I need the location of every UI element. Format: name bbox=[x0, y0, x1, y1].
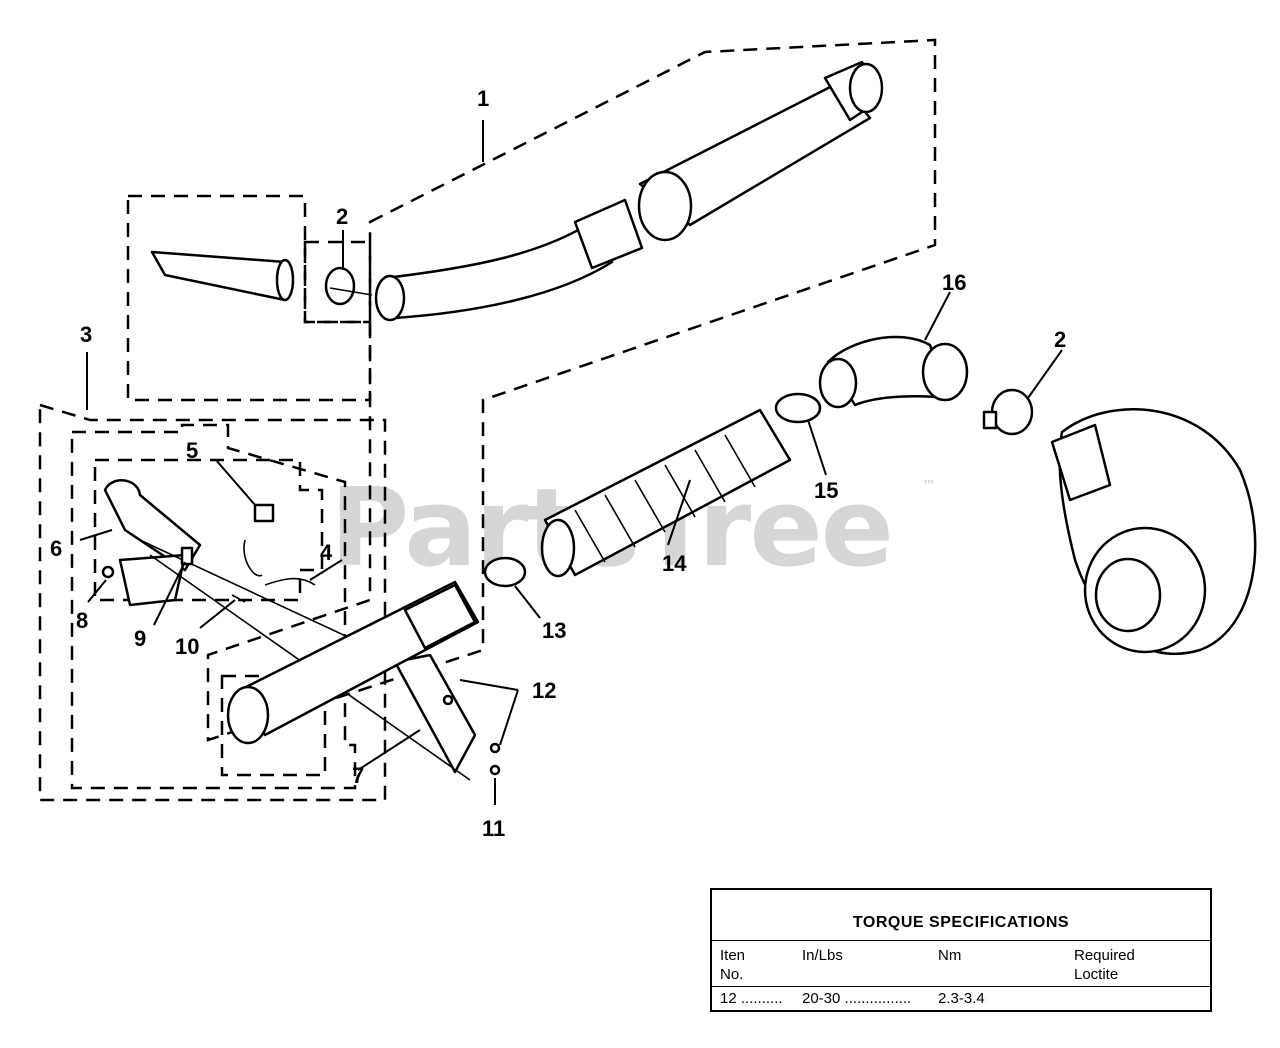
callout-1: 1 bbox=[477, 86, 489, 111]
blower-housing bbox=[1050, 408, 1257, 656]
lower-tube-opening bbox=[226, 685, 270, 745]
throttle-switch bbox=[253, 503, 275, 523]
table-rule-header bbox=[712, 986, 1210, 987]
curved-tube bbox=[383, 220, 614, 320]
screw-12a bbox=[442, 694, 454, 706]
table-rule-top bbox=[712, 940, 1210, 941]
nut-8 bbox=[101, 565, 115, 579]
header-loctite-line1: Required bbox=[1074, 947, 1135, 964]
screw-12b bbox=[489, 742, 501, 754]
row-12-item: 12 .......... bbox=[720, 990, 783, 1007]
clamp-13 bbox=[483, 556, 527, 588]
callout-16: 16 bbox=[942, 270, 966, 295]
clamp-upper bbox=[324, 266, 373, 306]
lower-tube bbox=[226, 580, 480, 745]
callout-2-right: 2 bbox=[1054, 327, 1066, 352]
callout-14: 14 bbox=[662, 551, 687, 576]
clamp-2-boundary bbox=[303, 240, 372, 324]
clamp-right bbox=[982, 388, 1034, 436]
callout-3: 3 bbox=[80, 322, 92, 347]
torque-table-title: TORQUE SPECIFICATIONS bbox=[852, 914, 1070, 931]
elbow bbox=[818, 335, 969, 409]
group-1-boundary bbox=[206, 38, 937, 742]
callout-9: 9 bbox=[134, 626, 146, 651]
callout-8: 8 bbox=[76, 608, 88, 633]
row-12-in-lbs: 20-30 ................ bbox=[802, 990, 912, 1007]
header-loctite-line2: Loctite bbox=[1074, 966, 1119, 983]
nozzle-body bbox=[150, 250, 287, 302]
clamp-15 bbox=[774, 392, 822, 424]
nozzle bbox=[150, 250, 295, 302]
callout-12: 12 bbox=[532, 678, 556, 703]
callout-15: 15 bbox=[814, 478, 838, 503]
upper-tube-collar-end bbox=[848, 62, 884, 114]
screw-11 bbox=[489, 764, 501, 776]
bracket-7 bbox=[393, 653, 477, 774]
group-throttle-boundary bbox=[93, 458, 324, 602]
callout-2-upper: 2 bbox=[336, 204, 348, 229]
watermark-trademark: ™ bbox=[922, 478, 936, 494]
curved-tube-opening bbox=[374, 274, 406, 322]
row-12-nm: 2.3-3.4 bbox=[938, 990, 985, 1007]
header-item-line1: Iten bbox=[720, 947, 746, 964]
throttle-cable bbox=[243, 539, 263, 577]
torque-specifications-table: TORQUE SPECIFICATIONS Iten No. In/Lbs Nm… bbox=[710, 888, 1212, 1012]
header-item-line2: No. bbox=[720, 966, 744, 983]
callout-10: 10 bbox=[175, 634, 199, 659]
throttle-arrow bbox=[264, 577, 316, 586]
header-in-lbs: In/Lbs bbox=[802, 947, 843, 964]
clip-9 bbox=[180, 546, 194, 566]
callout-11: 11 bbox=[482, 816, 505, 841]
callout-13: 13 bbox=[542, 618, 566, 643]
upper-tube-assembly bbox=[374, 60, 884, 322]
header-nm: Nm bbox=[938, 947, 962, 964]
pin-10 bbox=[231, 594, 246, 603]
group-3-outer-boundary bbox=[38, 403, 387, 802]
tube-coupler bbox=[573, 198, 644, 270]
group-3-inner-boundary bbox=[70, 423, 357, 790]
flex-hose bbox=[540, 408, 792, 578]
straight-tube-end bbox=[637, 170, 693, 242]
callout-5: 5 bbox=[186, 438, 198, 463]
nozzle-opening bbox=[275, 258, 295, 302]
callout-4: 4 bbox=[320, 540, 333, 565]
callout-7: 7 bbox=[352, 763, 364, 788]
callout-6: 6 bbox=[50, 536, 62, 561]
lower-tube-collar bbox=[403, 583, 477, 650]
